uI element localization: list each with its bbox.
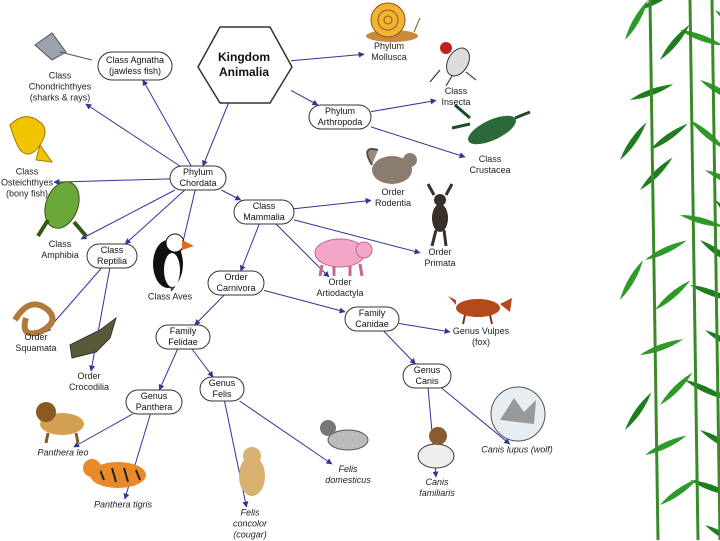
bamboo-leaf	[644, 238, 688, 263]
class-chondrichthyes-label: Class Chondrichthyes (sharks & rays)	[29, 71, 92, 104]
genus-felis-box	[200, 377, 244, 401]
bamboo-leaf	[644, 433, 688, 458]
class-reptilia-box	[87, 244, 137, 268]
bamboo-leaf	[713, 8, 720, 42]
primate-icon	[428, 184, 452, 246]
bamboo-leaf	[618, 121, 649, 162]
genus-vulpes-label: Genus Vulpes (fox)	[453, 326, 509, 348]
edge-phylum-chordata-to-class-amphibia	[81, 190, 175, 239]
phylum-arthropoda-box	[309, 105, 371, 129]
bamboo-leaf	[658, 476, 699, 507]
edge-phylum-chordata-to-class-agnatha	[143, 80, 191, 166]
order-artiodactyla-label: Order Artiodactyla	[316, 277, 363, 299]
family-felidae-box	[156, 325, 210, 349]
edge-phylum-chordata-to-class-mammalia	[221, 190, 240, 200]
edge-family-canidae-to-genus-vulpes	[399, 323, 450, 331]
order-carnivora-box	[208, 271, 264, 295]
bamboo-leaf	[658, 370, 695, 407]
bamboo-leaf	[623, 391, 654, 432]
pig-icon	[315, 239, 372, 276]
edge-family-felidae-to-genus-panthera	[159, 349, 177, 390]
boxes-layer	[87, 52, 451, 414]
bamboo-leaf	[648, 121, 689, 152]
crocodile-icon	[70, 318, 116, 358]
edge-phylum-chordata-to-class-chondrichthyes	[86, 104, 180, 166]
order-primata-label: Order Primata	[424, 247, 455, 269]
bamboo-leaf	[617, 259, 645, 302]
edge-class-reptilia-to-order-crocodilia	[91, 268, 110, 371]
wolf-icon	[491, 387, 545, 441]
class-agnatha-box	[98, 52, 172, 80]
family-canidae-box	[345, 307, 399, 331]
insect-icon	[430, 42, 476, 86]
class-crustacea-label: Class Crustacea	[469, 154, 510, 176]
kingdom-label: Kingdom Animalia	[218, 50, 270, 80]
panthera-leo-label: Panthera leo	[37, 448, 88, 459]
bamboo-leaf	[704, 522, 720, 540]
order-crocodilia-label: Order Crocodilia	[69, 371, 109, 393]
house-cat-icon	[320, 420, 368, 450]
canis-lupus-label: Canis lupus (wolf)	[481, 445, 553, 456]
edge-class-mammalia-to-order-carnivora	[241, 224, 260, 271]
bamboo-leaf	[699, 77, 720, 105]
phylum-chordata-box	[170, 166, 226, 190]
snail-icon	[366, 3, 420, 42]
cougar-icon	[239, 447, 265, 496]
edge-phylum-chordata-to-class-osteichthyes	[54, 179, 170, 182]
order-rodentia-label: Order Rodentia	[375, 187, 411, 209]
fox-icon	[448, 296, 512, 324]
bamboo-stem	[690, 0, 698, 540]
bamboo-stem	[712, 0, 720, 540]
dog-icon	[418, 427, 454, 468]
edge-order-carnivora-to-family-felidae	[195, 295, 224, 325]
bamboo-leaf	[704, 167, 720, 192]
snake-icon	[15, 304, 53, 333]
edge-genus-felis-to-felis-concolor	[224, 401, 246, 507]
genus-canis-box	[403, 364, 451, 388]
bamboo-leaf	[638, 155, 675, 192]
edge-genus-panthera-to-panthera-leo	[74, 414, 133, 447]
class-mammalia-box	[234, 200, 294, 224]
bamboo-leaf	[653, 278, 692, 312]
bamboo-stem	[650, 0, 658, 540]
tiger-icon	[83, 459, 146, 488]
phylum-mollusca-label: Phylum Mollusca	[371, 41, 407, 63]
fish-icon	[10, 117, 52, 162]
bamboo-leaf	[658, 23, 692, 62]
crayfish-icon	[452, 105, 530, 150]
edge-family-canidae-to-genus-canis	[384, 331, 416, 364]
lion-icon	[36, 402, 84, 443]
edge-phylum-arthropoda-to-class-crustacea	[371, 127, 465, 157]
bamboo-leaf	[639, 336, 684, 357]
class-insecta-label: Class Insecta	[441, 86, 470, 108]
edge-phylum-arthropoda-to-class-insecta	[371, 100, 436, 111]
stingray-icon	[35, 33, 92, 60]
felis-domesticus-label: Felis domesticus	[325, 464, 371, 486]
edge-kingdom-to-phylum-arthropoda	[291, 90, 318, 105]
felis-concolor-label: Felis concolor (cougar)	[233, 508, 267, 541]
genus-panthera-box	[126, 390, 182, 414]
edge-kingdom-to-phylum-mollusca	[291, 54, 364, 61]
class-aves-label: Class Aves	[148, 292, 192, 303]
bamboo-leaf	[684, 377, 720, 402]
edge-kingdom-to-phylum-chordata	[203, 103, 229, 166]
canis-familiaris-label: Canis familiaris	[419, 477, 455, 499]
class-osteichthyes-label: Class Osteichthyes (bony fish)	[1, 167, 53, 200]
order-squamata-label: Order Squamata	[15, 332, 56, 354]
edge-family-felidae-to-genus-felis	[192, 349, 213, 377]
bamboo-leaf	[699, 427, 720, 455]
panthera-tigris-label: Panthera tigris	[94, 500, 152, 511]
bamboo-leaves-icon	[617, 0, 720, 540]
class-amphibia-label: Class Amphibia	[41, 239, 79, 261]
squirrel-icon	[367, 149, 417, 184]
edge-class-mammalia-to-order-rodentia	[294, 200, 371, 208]
puffin-icon	[153, 234, 194, 288]
